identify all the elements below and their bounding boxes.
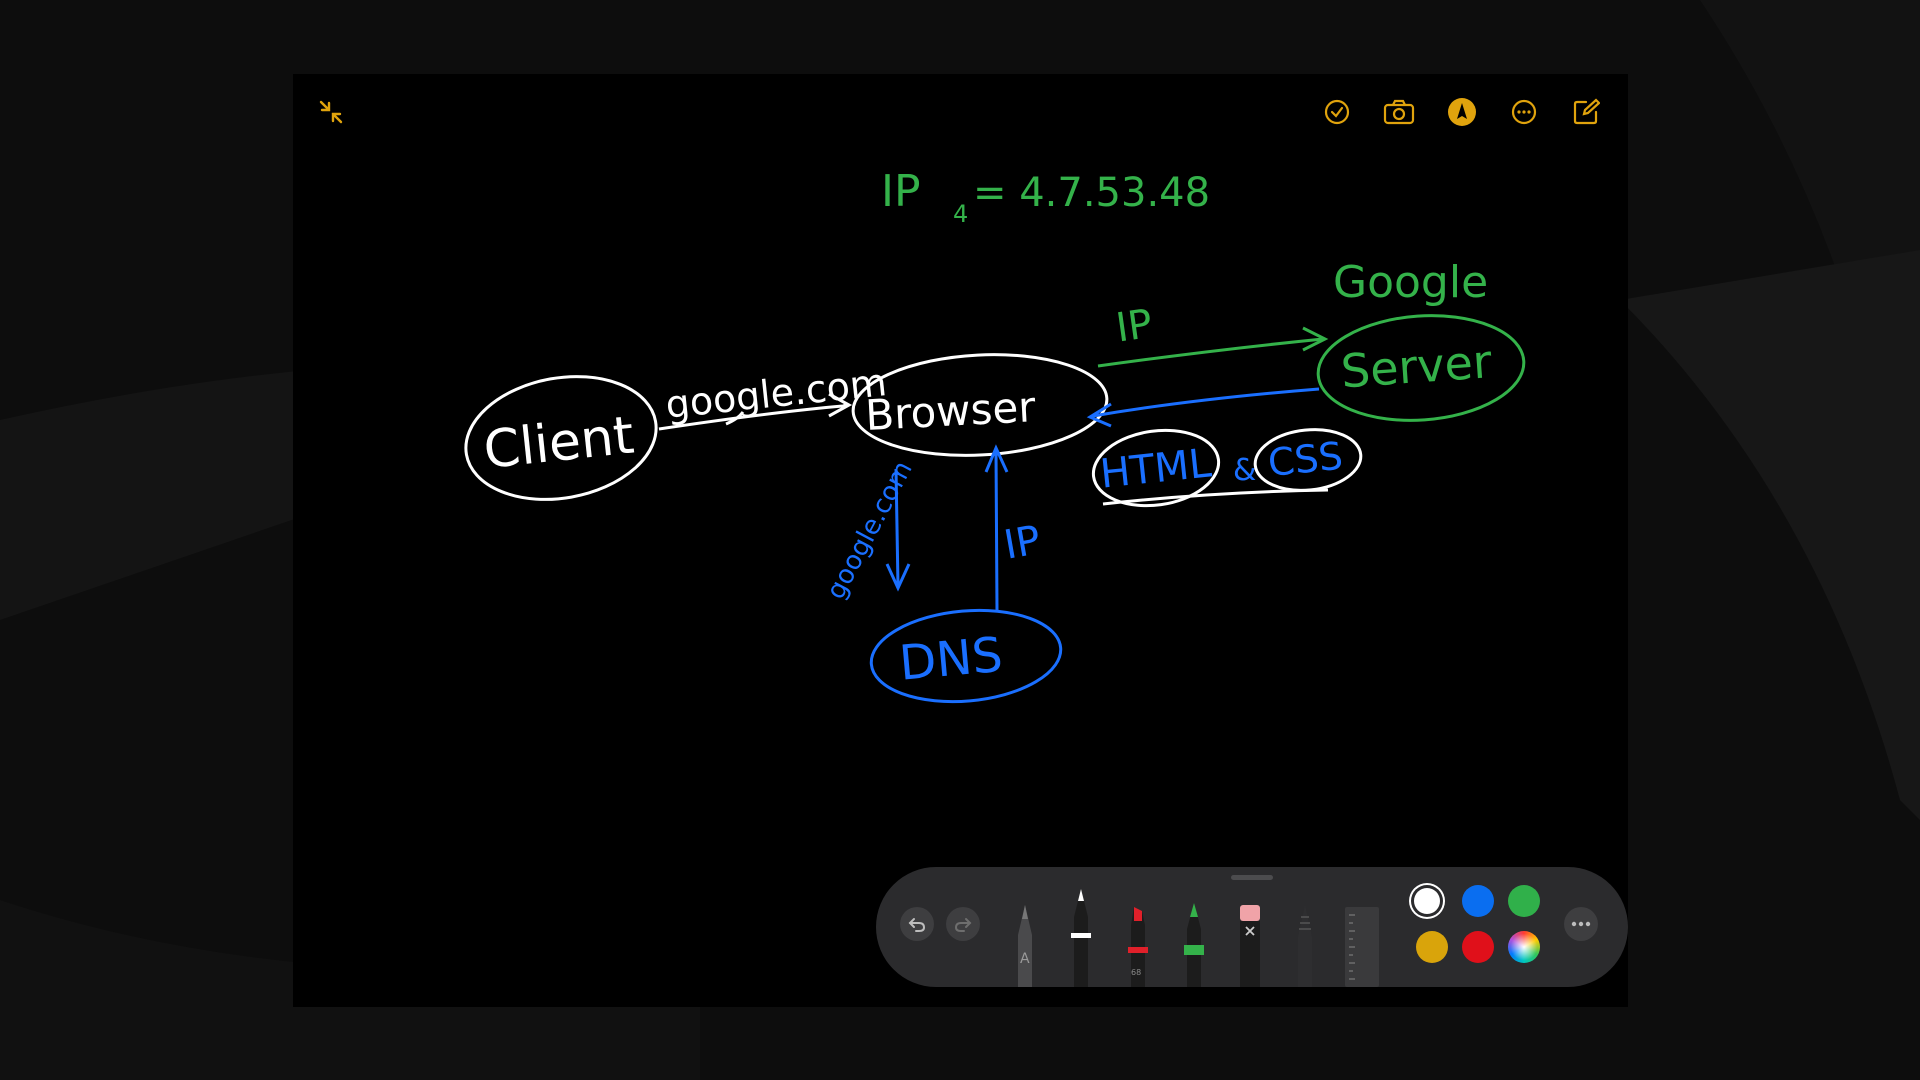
ip-label-green: IP: [1113, 301, 1155, 352]
arrow-client-browser: [658, 402, 849, 431]
pen-tool[interactable]: [1066, 887, 1096, 987]
handwritten-diagram: IP 4 = 4.7.53.48 Client google.com Brows…: [464, 166, 1526, 704]
google-com-label-vertical: google.com: [821, 456, 919, 604]
svg-text:= 4.7.53.48: = 4.7.53.48: [973, 170, 1210, 216]
color-swatch-blue[interactable]: [1462, 885, 1494, 917]
svg-text:IP: IP: [881, 166, 921, 217]
svg-text:CSS: CSS: [1266, 433, 1345, 485]
dns-ellipse: [869, 608, 1063, 704]
compose-icon[interactable]: [1568, 94, 1604, 130]
fountain-pen-tool[interactable]: [1290, 903, 1320, 987]
notes-canvas[interactable]: IP 4 = 4.7.53.48 Client google.com Brows…: [293, 74, 1628, 1007]
color-swatch-yellow[interactable]: [1416, 931, 1448, 963]
dns-label: DNS: [897, 627, 1005, 692]
browser-label: Browser: [864, 382, 1037, 440]
browser-ellipse: [851, 353, 1109, 457]
eraser-tool[interactable]: [1235, 903, 1265, 987]
marker-tool[interactable]: 68: [1123, 903, 1153, 987]
arrow-browser-server: [1097, 337, 1324, 368]
client-label: Client: [481, 406, 637, 481]
drawing-toolbar: A 68: [876, 867, 1628, 987]
camera-icon[interactable]: [1381, 94, 1417, 130]
pencil-tool[interactable]: A: [1010, 901, 1040, 987]
svg-text:4: 4: [953, 200, 968, 228]
undo-icon[interactable]: [900, 907, 934, 941]
ip-label-blue: IP: [1001, 517, 1044, 569]
server-label: Server: [1339, 334, 1493, 398]
color-swatch-red[interactable]: [1462, 931, 1494, 963]
server-ellipse: [1316, 314, 1526, 422]
markup-icon[interactable]: [1444, 94, 1480, 130]
crayon-tool[interactable]: [1179, 901, 1209, 987]
svg-text:A: A: [1020, 951, 1030, 967]
toolbar-more-icon[interactable]: [1564, 907, 1598, 941]
svg-text:HTML: HTML: [1098, 440, 1214, 497]
client-ellipse: [464, 375, 658, 501]
color-swatch-green[interactable]: [1508, 885, 1540, 917]
checklist-icon[interactable]: [1319, 94, 1355, 130]
svg-text:&: &: [1233, 453, 1256, 488]
toolbar-grabber[interactable]: [1231, 875, 1273, 880]
html-css-group: HTML & CSS: [1091, 428, 1363, 508]
arrow-dns-browser: [994, 449, 999, 611]
redo-icon[interactable]: [946, 907, 980, 941]
color-swatch-white[interactable]: [1414, 888, 1440, 914]
google-label: Google: [1333, 257, 1488, 308]
ruler-tool[interactable]: [1345, 907, 1379, 987]
color-picker-multicolor[interactable]: [1508, 931, 1540, 963]
ip-address-text: IP 4 = 4.7.53.48: [881, 166, 1210, 228]
arrow-server-browser: [1092, 387, 1320, 418]
svg-text:68: 68: [1131, 968, 1141, 977]
more-icon[interactable]: [1506, 94, 1542, 130]
minimize-icon[interactable]: [313, 94, 349, 130]
arrow-browser-dns: [894, 468, 900, 587]
